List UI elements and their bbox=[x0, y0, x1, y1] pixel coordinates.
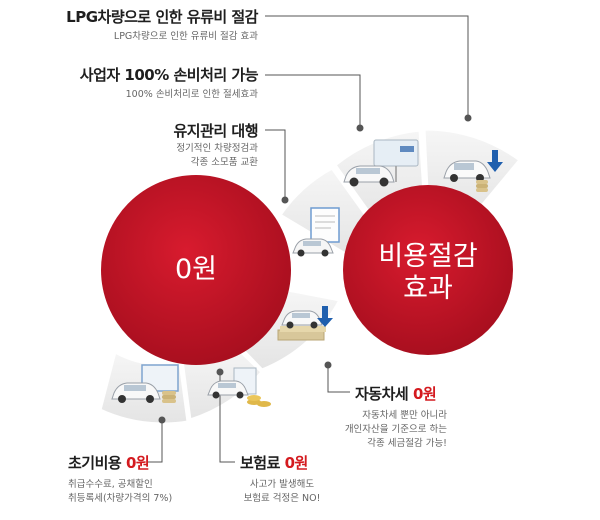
car-on-road-icon bbox=[343, 139, 419, 187]
car-money-down-icon bbox=[277, 306, 333, 341]
callout-insurance-value: 0원 bbox=[284, 454, 309, 472]
car-coins-down-icon bbox=[443, 150, 503, 192]
callout-initial-title-main: 초기비용 bbox=[68, 454, 126, 472]
callout-insurance-title-main: 보험료 bbox=[240, 454, 285, 472]
connector-lpg bbox=[265, 15, 469, 118]
callout-cartax-desc-line1: 자동차세 뿐만 아니라 bbox=[362, 410, 447, 421]
callout-lpg-title: LPG차량으로 인한 유류비 절감 bbox=[66, 8, 258, 26]
connector-business bbox=[265, 74, 361, 128]
callout-initial-desc-line1: 취급수수료, 공채할인 bbox=[68, 479, 153, 490]
callout-cartax-title: 자동차세 0원 bbox=[355, 383, 437, 404]
callout-maintenance-title: 유지관리 대행 bbox=[173, 122, 258, 140]
callout-cartax-desc-line3: 각종 세금절감 가능! bbox=[367, 438, 447, 449]
callout-initial-value: 0원 bbox=[125, 454, 150, 472]
callout-business-desc: 100% 손비처리로 인한 절세효과 bbox=[125, 89, 258, 100]
callout-lpg-desc: LPG차량으로 인한 유류비 절감 효과 bbox=[113, 31, 258, 42]
callout-cartax-title-main: 자동차세 bbox=[355, 385, 413, 403]
right-circle-label-line2: 효과 bbox=[403, 273, 453, 304]
callout-maintenance-desc-line2: 각종 소모품 교환 bbox=[190, 157, 258, 168]
car-monitor-coins-icon bbox=[111, 364, 179, 403]
left-red-circle bbox=[101, 175, 291, 365]
callout-initial-desc-line2: 취등록세(차량가격의 7%) bbox=[68, 493, 173, 504]
car-document-icon bbox=[292, 207, 340, 257]
right-circle-label-line1: 비용절감 bbox=[378, 241, 478, 272]
callout-insurance-desc-line2: 보험료 걱정은 NO! bbox=[243, 493, 321, 504]
left-circle-label: 0원 bbox=[174, 254, 218, 285]
callout-business-title: 사업자 100% 손비처리 가능 bbox=[79, 66, 259, 84]
callout-insurance-title: 보험료 0원 bbox=[240, 452, 308, 473]
connector-lines bbox=[148, 15, 472, 463]
car-coins-chart-icon bbox=[207, 367, 271, 407]
callout-initial-title: 초기비용 0원 bbox=[68, 452, 150, 473]
callout-cartax-desc-line2: 개인자산을 기준으로 하는 bbox=[344, 424, 447, 435]
right-red-circle bbox=[343, 185, 513, 355]
callout-cartax-value: 0원 bbox=[412, 385, 437, 403]
callout-insurance-desc-line1: 사고가 발생해도 bbox=[249, 479, 315, 490]
connector-initial bbox=[148, 420, 163, 463]
connector-insurance bbox=[219, 372, 235, 463]
connector-maintenance bbox=[265, 129, 286, 200]
connector-cartax bbox=[327, 365, 350, 393]
callout-maintenance-desc-line1: 정기적인 차량정검과 bbox=[176, 143, 258, 154]
